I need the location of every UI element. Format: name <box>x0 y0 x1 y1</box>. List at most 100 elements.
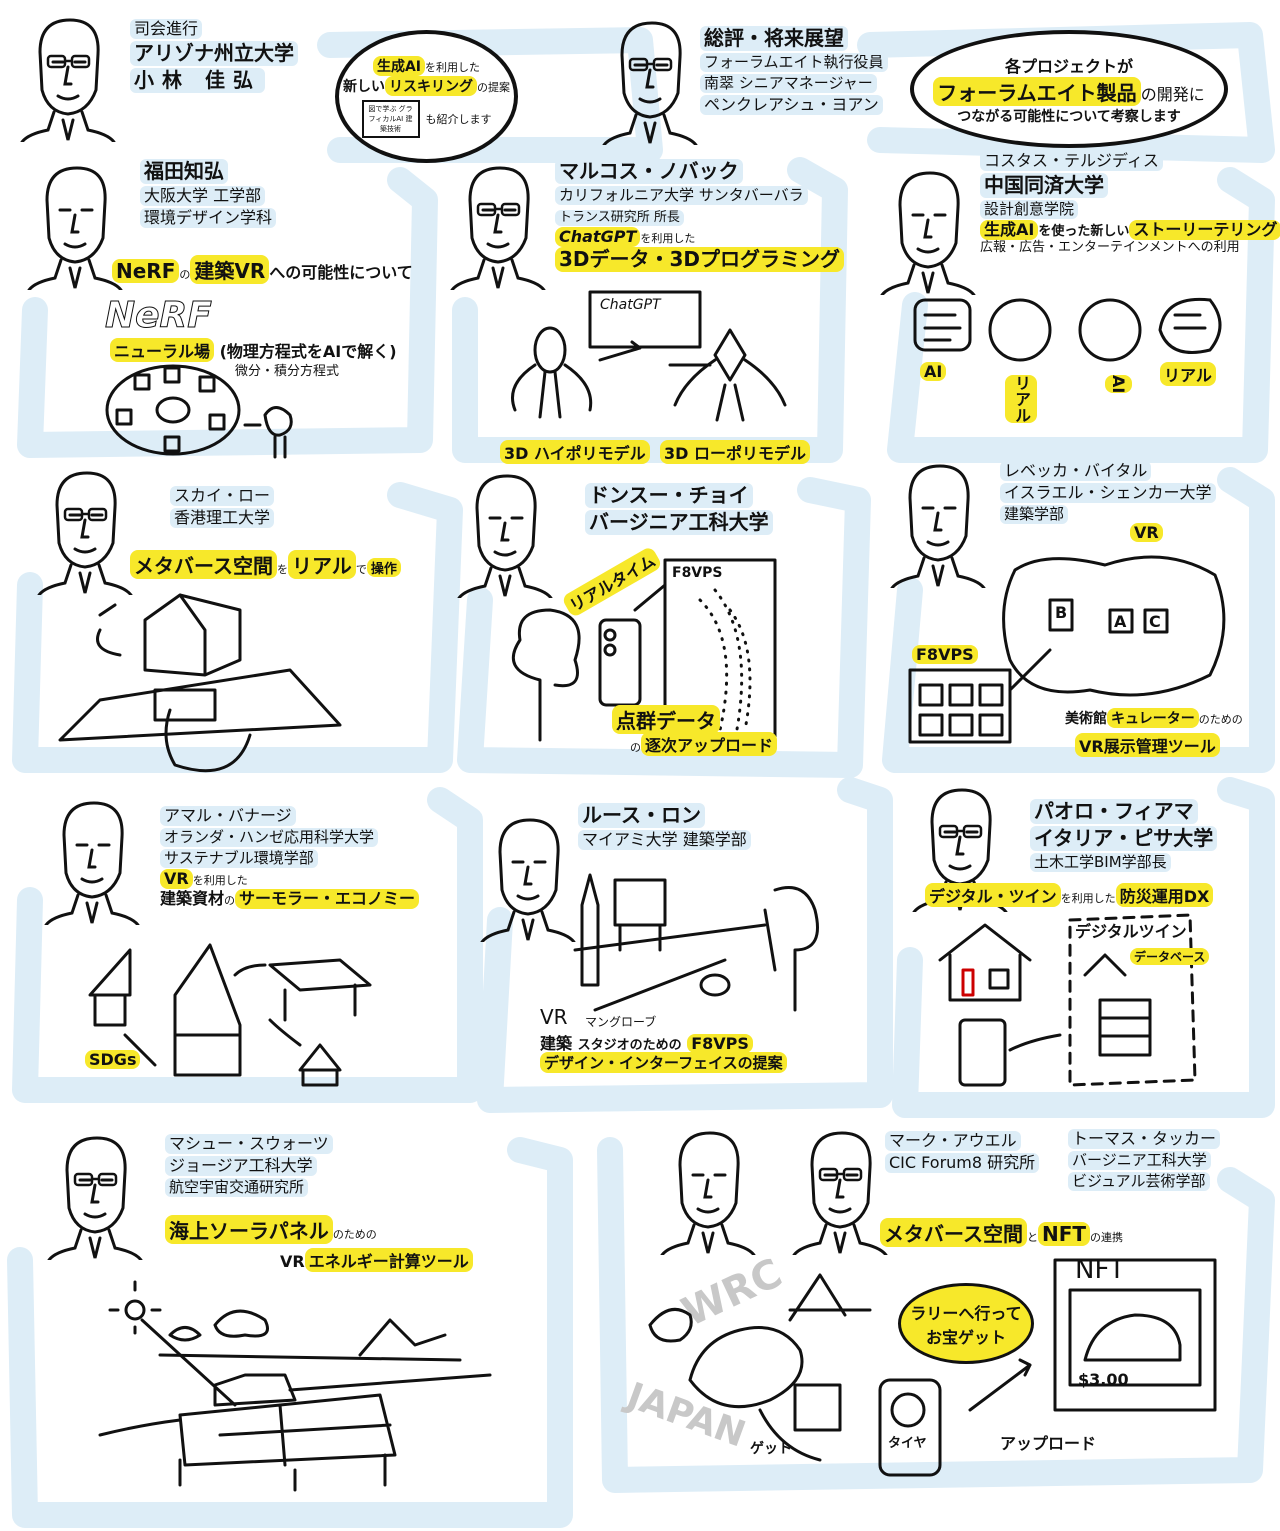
lo-affiliation: 香港理工大学 <box>170 508 275 528</box>
rally-treasure-bubble: ラリーへ行って お宝ゲット <box>898 1283 1034 1364</box>
metaverse-highlight: メタバース空間 <box>880 1218 1027 1247</box>
chatgpt-window-title: ChatGPT <box>600 297 661 313</box>
bubble-text: お宝ゲット <box>925 1327 1006 1347</box>
terzidis-portrait <box>878 165 978 295</box>
metaverse-highlight: メタバース空間 <box>130 550 277 579</box>
tire-label: タイヤ <box>888 1436 927 1451</box>
aurel-name: マーク・アウエル <box>885 1131 1021 1151</box>
curator-highlight: キュレーター <box>1107 708 1199 728</box>
vital-department: 建築学部 <box>1000 505 1069 524</box>
neural-field-highlight: ニューラル場 <box>110 338 215 362</box>
forum8-product-highlight: フォーラムエイト製品 <box>933 76 1141 106</box>
database-label: データベース <box>1130 948 1210 965</box>
arch-text: 建築 <box>540 1034 573 1053</box>
neural-field-desc: (物理方程式をAIで解く) <box>219 342 397 361</box>
choi-info: ドンスー・チョイ バージニア工科大学 <box>585 482 773 536</box>
terzidis-department: 設計創意学院 <box>980 200 1079 219</box>
novak-info: マルコス・ノバック カリフォルニア大学 サンタバーバラ トランス研究所 所長 C… <box>555 158 845 272</box>
mangrove-text: マングローブ <box>585 1015 657 1029</box>
fukuda-affiliation: 大阪大学 工学部 <box>140 186 266 206</box>
disaster-dx-highlight: 防災運用DX <box>1115 883 1214 907</box>
topic-text: を利用した <box>640 232 696 245</box>
usage-text: 広報・広告・エンターテインメントへの利用 <box>980 240 1240 255</box>
ai-label: AI <box>920 362 947 381</box>
swarts-institute: 航空宇宙交通研究所 <box>165 1178 309 1197</box>
swarts-portrait <box>45 1130 145 1260</box>
chatgpt-monsters-drawing <box>511 290 787 422</box>
gallery-a: A <box>1114 612 1127 631</box>
banerjee-portrait <box>42 795 142 925</box>
caption-text: 美術館 <box>1065 711 1107 727</box>
topic-text: 建築資材 <box>160 888 225 908</box>
topic-text: の <box>179 268 191 281</box>
lo-portrait <box>35 465 135 595</box>
rally-nft-drawing <box>648 1258 1217 1477</box>
ai-label: AI <box>1105 375 1132 394</box>
topic-text: を使った新しい <box>1038 223 1130 239</box>
novak-institute: トランス研究所 所長 <box>555 209 684 226</box>
pointcloud-highlight: 点群データ <box>612 705 720 734</box>
vr-label: VR <box>1130 523 1163 542</box>
gallery-c: C <box>1149 612 1161 631</box>
bubble-text: つながる可能性について考察します <box>957 108 1181 125</box>
aurel-info: マーク・アウエル CIC Forum8 研究所 <box>885 1130 1040 1174</box>
terzidis-name: コスタス・テルジディス <box>980 151 1163 171</box>
bubble-text: 新しい <box>343 78 385 95</box>
ron-portrait <box>478 812 578 942</box>
tucker-portrait <box>790 1125 890 1255</box>
reskilling-highlight: リスキリング <box>385 75 477 96</box>
nft-card-title: NFT <box>1075 1255 1125 1285</box>
bubble-text: ラリーへ行って <box>910 1303 1022 1323</box>
f8vps-highlight: F8VPS <box>687 1034 753 1053</box>
choi-name: ドンスー・チョイ <box>585 483 753 508</box>
fukuda-name: 福田知弘 <box>140 159 228 184</box>
neural-field-text: ニューラル場 (物理方程式をAIで解く) <box>110 338 397 362</box>
topic-text: で <box>355 563 367 576</box>
topic-text: の連携 <box>1090 1231 1124 1244</box>
studio-text: スタジオのための <box>577 1038 682 1053</box>
vr-text: VR <box>540 1005 568 1029</box>
real-label: リアル <box>1160 362 1216 386</box>
digital-twin-highlight: デジタル・ツイン <box>925 883 1061 907</box>
swarts-topic: 海上ソーラパネルのための <box>165 1215 377 1244</box>
nerf-camera-ring-drawing <box>105 364 293 459</box>
summary-speech-bubble: 各プロジェクトが フォーラムエイト製品の開発に つながる可能性について考察します <box>910 30 1228 148</box>
topic-text: と <box>1027 1231 1038 1244</box>
chatgpt-highlight: ChatGPT <box>555 227 641 247</box>
storytelling-highlight: ストーリーテリング <box>1129 219 1280 240</box>
fiamma-topic: デジタル・ツインを利用した防災運用DX <box>925 883 1214 907</box>
fukuda-department: 環境デザイン学科 <box>140 208 277 228</box>
floating-solar-highlight: 海上ソーラパネル <box>165 1215 333 1244</box>
sequential-upload-highlight: 逐次アップロード <box>641 732 778 756</box>
lo-name: スカイ・ロー <box>170 486 275 506</box>
lo-info: スカイ・ロー 香港理工大学 <box>170 485 275 529</box>
aurel-affiliation: CIC Forum8 研究所 <box>885 1153 1040 1173</box>
upload-text: の逐次アップロード <box>630 732 778 756</box>
get-label: ゲット <box>750 1441 792 1457</box>
building-materials-drawing <box>88 943 372 1087</box>
real-label: リアル <box>1005 375 1037 423</box>
bubble-text: を利用した <box>425 60 481 74</box>
house-table-drawing <box>58 593 342 773</box>
host-info: 司会進行 アリゾナ州立大学 小林 佳弘 <box>130 18 298 94</box>
topic-text: の <box>630 741 641 754</box>
aurel-portrait <box>658 1125 758 1255</box>
vital-name: レベッカ・バイタル <box>1000 461 1152 481</box>
energy-tool-highlight: エネルギー計算ツール <box>304 1248 473 1272</box>
topic-text: VR <box>280 1252 305 1271</box>
vital-caption: 美術館キュレーターのための <box>1065 708 1243 728</box>
3d-programming-highlight: 3Dデータ・3Dプログラミング <box>555 247 845 272</box>
sdgs-label: SDGs <box>85 1050 141 1069</box>
bubble-text: の提案 <box>477 80 510 94</box>
digital-twin-drawing <box>938 913 1197 1087</box>
topic-text: の <box>224 893 236 907</box>
novak-name: マルコス・ノバック <box>555 159 743 184</box>
tucker-affiliation: バージニア工科大学 <box>1068 1151 1211 1170</box>
bubble-text: も紹介します <box>425 112 492 126</box>
ai-real-people-drawing <box>913 297 1222 362</box>
ron-affiliation: マイアミ大学 建築学部 <box>578 830 751 850</box>
topic-text: のための <box>332 1228 377 1241</box>
lo-topic: メタバース空間をリアルで操作 <box>130 550 401 579</box>
fiamma-affiliation: イタリア・ピサ大学 <box>1030 826 1218 851</box>
